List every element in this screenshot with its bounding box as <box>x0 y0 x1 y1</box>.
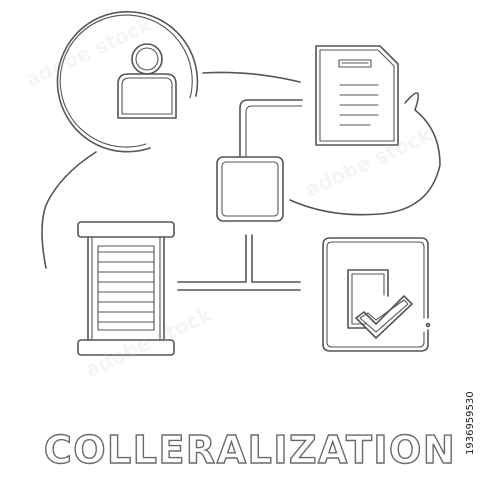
document-icon <box>315 45 399 146</box>
checked-document-icon <box>322 237 431 352</box>
connector-curve <box>41 151 97 269</box>
square-node-icon <box>216 156 284 222</box>
connector-elbow <box>239 99 303 158</box>
stock-id: 1936959530 <box>465 391 476 455</box>
connector-tee <box>177 234 301 291</box>
illustration-caption: COLLERALIZATION <box>43 427 457 472</box>
user-circle-icon <box>56 10 199 153</box>
connector-elbow <box>245 105 303 158</box>
connector-curve <box>289 92 441 216</box>
document-stack-icon <box>77 221 175 356</box>
connector-line <box>202 71 301 83</box>
